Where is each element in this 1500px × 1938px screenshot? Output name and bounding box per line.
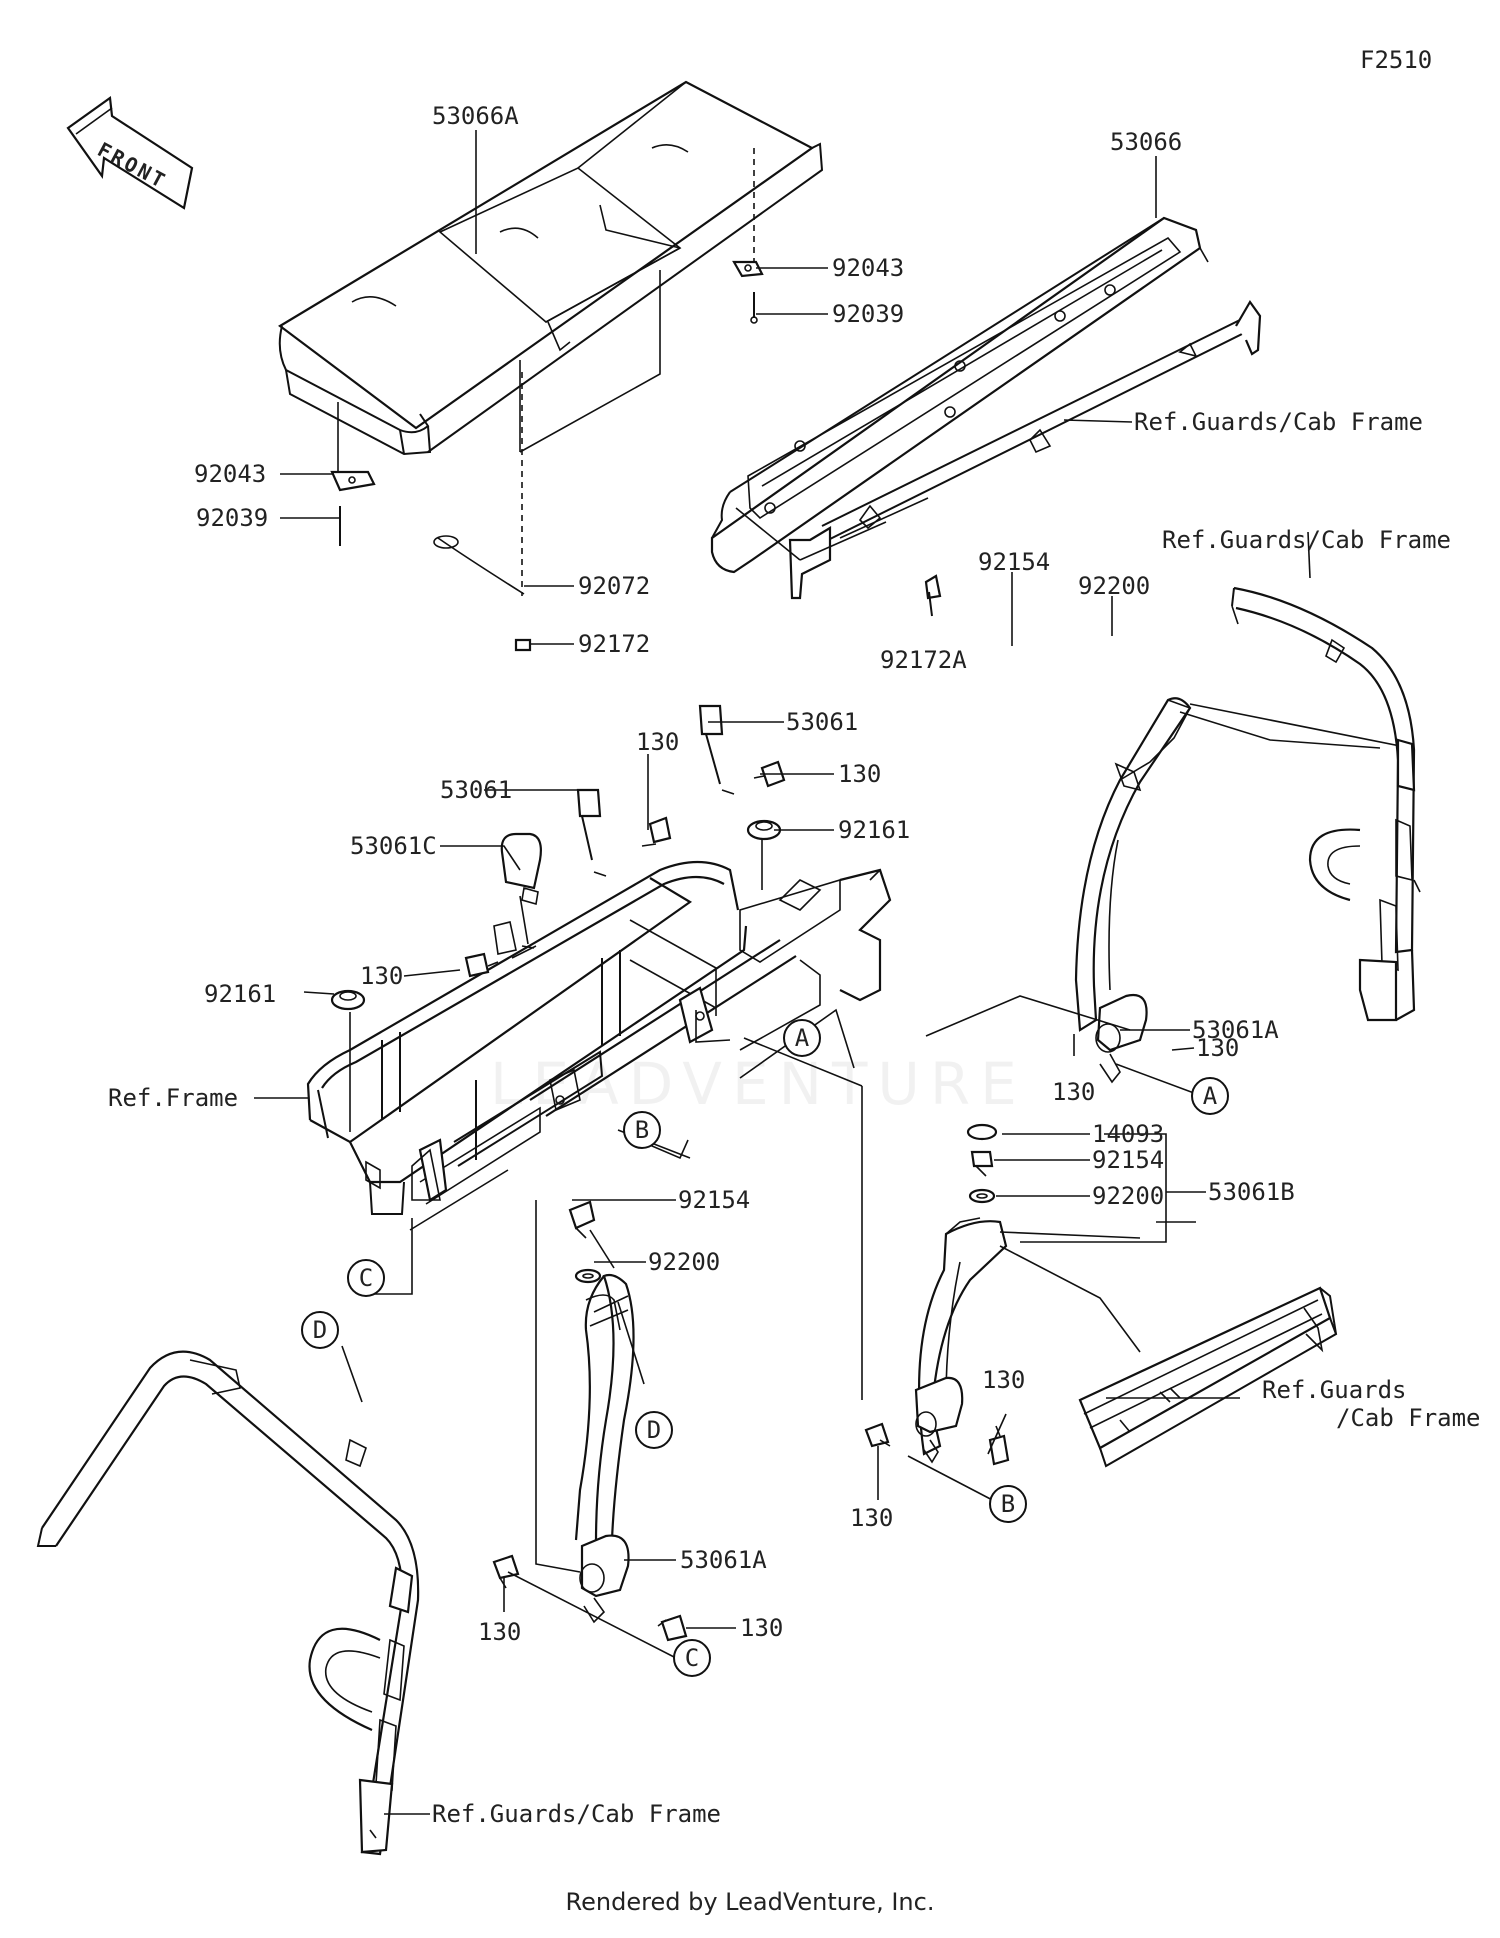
callout-130-right-top: 130 [838,760,881,788]
seat-cushion [278,80,824,456]
callout-92161-right: 92161 [838,816,910,844]
ref-circle-c-left: C [347,1259,385,1297]
callout-92039-left: 92039 [196,504,268,532]
callout-130-c-right: 130 [740,1614,783,1642]
seat-back [710,216,1209,574]
callout-92154-lower: 92154 [678,1186,750,1214]
callout-92072: 92072 [578,572,650,600]
ref-circle-d-center: D [635,1411,673,1449]
callout-53061a-right: 53061A [1192,1016,1279,1044]
svg-text:A: A [1203,1082,1218,1110]
ref-circle-b-right: B [989,1485,1027,1523]
callout-130-a-right: 130 [1196,1034,1239,1062]
callout-53066a: 53066A [432,102,519,130]
callout-130-top: 130 [636,728,679,756]
callout-ref-guards-lower-left: Ref.Guards/Cab Frame [432,1800,721,1828]
leader-lines [254,130,1311,1815]
callout-53061a-lower: 53061A [680,1546,767,1574]
left-cab-frame [36,1350,420,1856]
callout-ref-frame: Ref.Frame [108,1084,238,1112]
ref-circle-d-left: D [301,1311,339,1349]
front-arrow-icon: FRONT [66,96,194,210]
callout-ref-guards-lower-right: Ref.Guards [1262,1376,1407,1404]
right-cab-frame [1231,586,1421,1022]
callout-14093: 14093 [1092,1120,1164,1148]
center-seatbelt-retractor [864,1123,1141,1466]
callout-92200-lower: 92200 [648,1248,720,1276]
callout-92200-top: 92200 [1078,572,1150,600]
callout-cab-frame-lower-right: /Cab Frame [1336,1404,1481,1432]
ref-circle-a-top: A [783,1019,821,1057]
callout-130-c-left: 130 [478,1618,521,1646]
callout-92154-top: 92154 [978,548,1050,576]
lower-right-guard-panel [1078,1286,1338,1468]
seat-frame [306,819,892,1215]
ref-circle-a-right: A [1191,1077,1229,1115]
ref-circle-c-lower: C [673,1639,711,1677]
callout-130-b-left: 130 [850,1504,893,1532]
callout-130-left: 130 [360,962,403,990]
callout-53061-top: 53061 [786,708,858,736]
callout-130-a-lower: 130 [1052,1078,1095,1106]
callout-130-b-top: 130 [982,1366,1025,1394]
callout-92043-right: 92043 [832,254,904,282]
callout-92039-right: 92039 [832,300,904,328]
callout-53061b: 53061B [1208,1178,1295,1206]
right-seatbelt-retractor [1074,697,1401,1084]
callout-labels: 53066A 53066 92043 92039 Ref.Guards/Cab … [108,102,1481,1828]
svg-text:D: D [313,1316,327,1344]
svg-text:A: A [795,1024,810,1052]
lower-seatbelt-retractor [492,1200,688,1642]
ref-circle-b-left: B [623,1111,661,1149]
callout-92161-left: 92161 [204,980,276,1008]
callout-92172: 92172 [578,630,650,658]
rear-guard-bar [788,299,1262,600]
callout-53061-left: 53061 [440,776,512,804]
callout-92200-mid: 92200 [1092,1182,1164,1210]
callout-ref-guards-right: Ref.Guards/Cab Frame [1162,526,1451,554]
reference-letters: A A B B C C D D [301,1019,1229,1677]
svg-text:B: B [1001,1490,1015,1518]
svg-text:C: C [685,1644,699,1672]
callout-92154-mid: 92154 [1092,1146,1164,1174]
callout-53061c: 53061C [350,832,437,860]
svg-text:B: B [635,1116,649,1144]
footer-credit: Rendered by LeadVenture, Inc. [565,1888,935,1916]
svg-text:C: C [359,1264,373,1292]
figure-code: F2510 [1360,46,1433,74]
callout-92172a: 92172A [880,646,967,674]
callout-ref-guards-upper: Ref.Guards/Cab Frame [1134,408,1423,436]
svg-text:D: D [647,1416,661,1444]
callout-53066: 53066 [1110,128,1182,156]
seat-hardware [330,148,942,652]
callout-92043-left: 92043 [194,460,266,488]
